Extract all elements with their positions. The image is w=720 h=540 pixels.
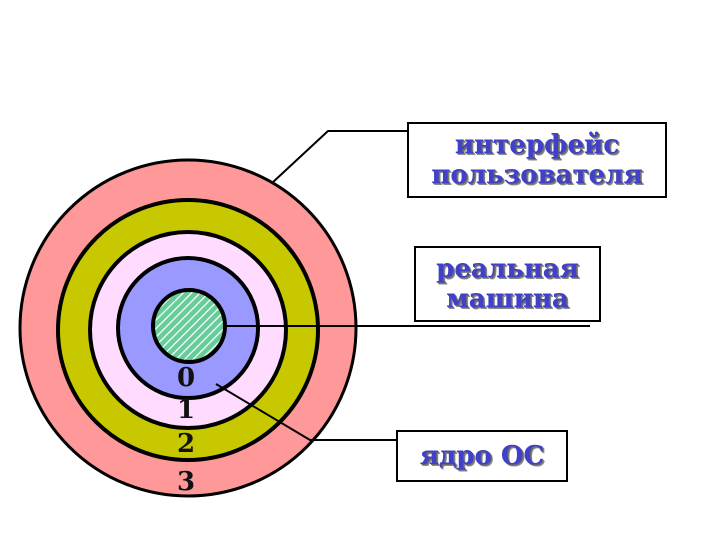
leader-line-os-kernel: [215, 383, 396, 441]
leader-line-user-interface: [271, 130, 407, 184]
label-user-interface-line-2: пользователя: [431, 160, 643, 190]
label-real-machine-line-1: реальная: [436, 254, 579, 284]
label-user-interface: интерфейс пользователя: [407, 122, 667, 198]
label-user-interface-line-1: интерфейс: [454, 130, 620, 160]
label-real-machine-line-2: машина: [446, 284, 569, 314]
ring-number-2: 2: [177, 429, 195, 459]
ring-number-1: 1: [177, 395, 195, 425]
label-real-machine: реальная машина: [414, 246, 601, 322]
ring-number-0: 0: [177, 363, 195, 393]
label-os-kernel-text: ядро ОС: [419, 441, 545, 471]
ring-number-3: 3: [177, 467, 195, 497]
label-os-kernel: ядро ОС: [396, 430, 568, 482]
hardware-core: [151, 288, 227, 364]
